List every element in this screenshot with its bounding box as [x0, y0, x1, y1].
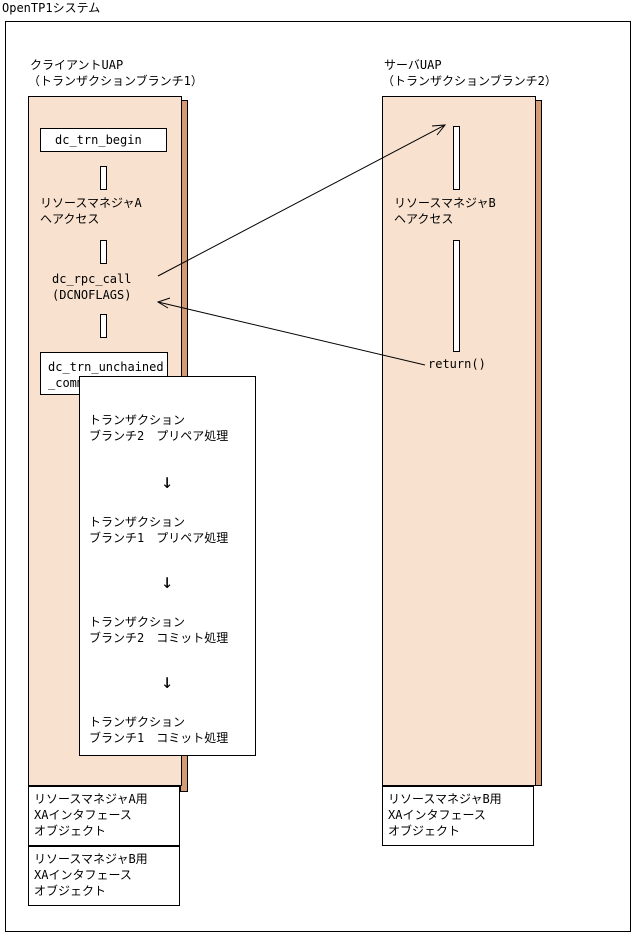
step-arrow-2: ↓ [161, 569, 174, 593]
system-title: OpenTP1システム [2, 1, 101, 15]
step-4-line1: トランザクション [89, 715, 186, 729]
step-arrow-1: ↓ [161, 469, 174, 493]
step-2-line1: トランザクション [89, 515, 186, 529]
client-exec-bar-2 [100, 240, 107, 264]
rpc-call-line2: (DCNOFLAGS) [52, 288, 132, 302]
client-rm-access-line1: リソースマネジャA [40, 196, 142, 210]
step-2-line2: ブランチ1 プリペア処理 [89, 531, 229, 545]
client-title-line1: クライアントUAP [30, 58, 124, 72]
server-rm-access-line2: ヘアクセス [394, 212, 454, 226]
server-exec-bar-1 [453, 126, 460, 190]
server-xa-b-line2: XAインタフェース [388, 808, 486, 822]
return-arrowhead [156, 297, 171, 309]
return-label: return() [428, 357, 486, 371]
client-xa-a-box: リソースマネジャA用 XAインタフェース オブジェクト [28, 786, 180, 846]
client-xa-b-line3: オブジェクト [34, 884, 107, 898]
system-frame [5, 21, 631, 932]
step-1-line2: ブランチ2 プリペア処理 [89, 429, 229, 443]
server-title-line2: （トランザクションブランチ2） [382, 74, 557, 88]
server-exec-bar-2 [453, 240, 460, 352]
client-xa-a-line3: オブジェクト [34, 824, 107, 838]
client-xa-b-box: リソースマネジャB用 XAインタフェース オブジェクト [28, 846, 180, 906]
rpc-call-arrow [157, 124, 446, 277]
client-title-line2: （トランザクションブランチ1） [28, 74, 203, 88]
step-1-line1: トランザクション [89, 413, 186, 427]
server-xa-b-line3: オブジェクト [388, 824, 461, 838]
return-arrow [157, 301, 426, 366]
client-xa-a-line1: リソースマネジャA用 [34, 792, 148, 806]
step-3-line1: トランザクション [89, 615, 186, 629]
client-exec-bar-1 [100, 166, 107, 190]
client-rm-access-line2: ヘアクセス [40, 212, 100, 226]
step-arrow-3: ↓ [161, 669, 174, 693]
trn-commit-line1: dc_trn_unchained [48, 360, 164, 374]
server-rm-access-line1: リソースマネジャB [394, 196, 496, 210]
client-exec-bar-3 [100, 314, 107, 338]
server-xa-b-line1: リソースマネジャB用 [388, 792, 502, 806]
step-4-line2: ブランチ1 コミット処理 [89, 731, 229, 745]
commit-process-box [79, 376, 256, 756]
server-title-line1: サーバUAP [384, 58, 442, 72]
trn-begin-box: dc_trn_begin [40, 128, 167, 152]
client-xa-b-line1: リソースマネジャB用 [34, 852, 148, 866]
client-xa-a-line2: XAインタフェース [34, 808, 132, 822]
rpc-call-arrowhead [431, 124, 447, 136]
client-xa-b-line2: XAインタフェース [34, 868, 132, 882]
server-pillar [382, 96, 536, 786]
rpc-call-line1: dc_rpc_call [52, 272, 132, 286]
server-xa-b-box: リソースマネジャB用 XAインタフェース オブジェクト [382, 786, 534, 846]
step-3-line2: ブランチ2 コミット処理 [89, 631, 229, 645]
